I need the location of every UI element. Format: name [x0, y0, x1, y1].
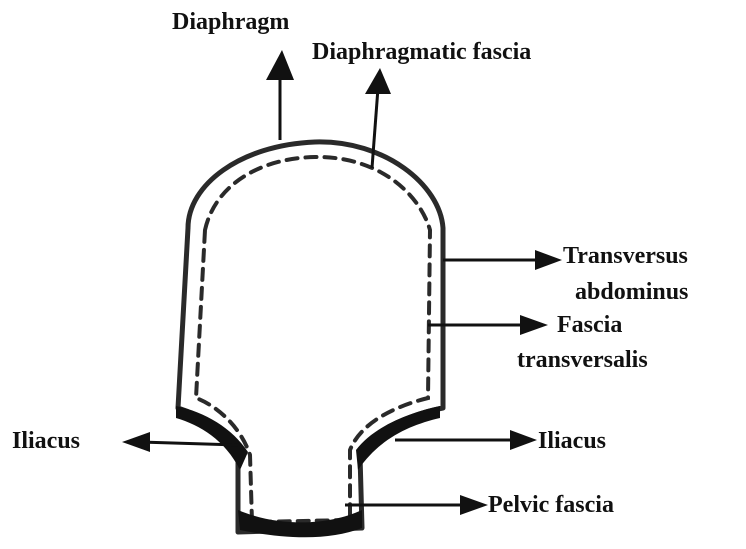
- outer-wall: [178, 142, 443, 532]
- arrow-diaphragm-head: [266, 50, 294, 80]
- label-diaphragmatic-fascia: Diaphragmatic fascia: [312, 38, 531, 66]
- arrow-iliacus-right-head: [510, 430, 537, 450]
- label-fascia-line2: transversalis: [517, 346, 648, 374]
- label-transversus-line1: Transversus: [563, 242, 688, 270]
- label-diaphragm: Diaphragm: [172, 8, 289, 36]
- label-iliacus-left: Iliacus: [12, 427, 80, 455]
- iliacus-right-mark: [356, 406, 440, 470]
- label-iliacus-right: Iliacus: [538, 427, 606, 455]
- label-fascia-line1: Fascia: [557, 311, 622, 339]
- arrow-transversus-head: [535, 250, 562, 270]
- arrow-dfascia-head: [365, 68, 391, 94]
- arrow-iliacus-left-head: [122, 432, 150, 452]
- label-pelvic-fascia: Pelvic fascia: [488, 491, 614, 519]
- arrow-dfascia-shaft: [372, 88, 378, 168]
- arrow-pelvic-head: [460, 495, 488, 515]
- iliacus-left-mark: [176, 406, 248, 470]
- inner-fascia-dashed: [196, 157, 430, 522]
- arrow-fascia-head: [520, 315, 548, 335]
- label-transversus-line2: abdominus: [575, 278, 688, 306]
